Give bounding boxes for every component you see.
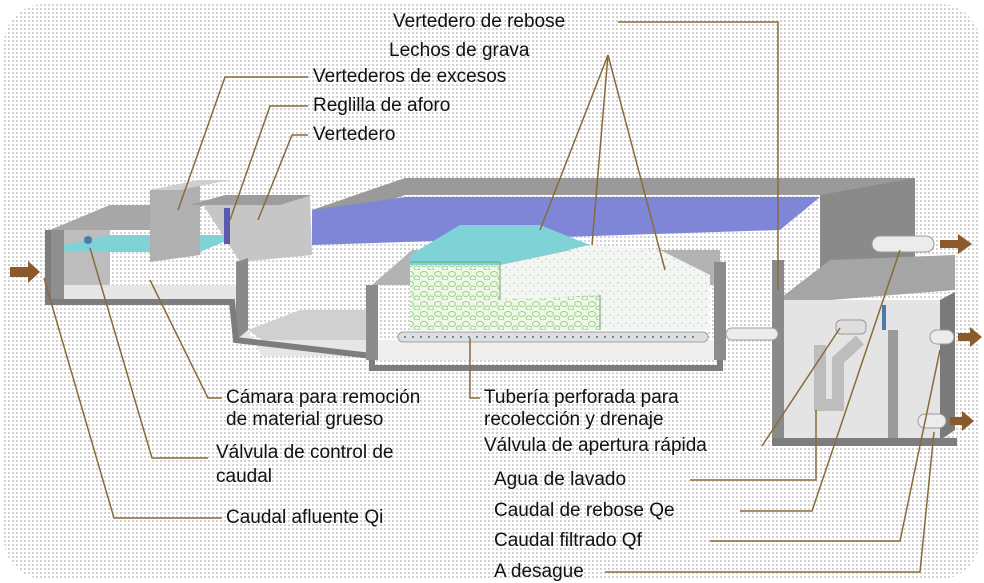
filter-floor	[378, 340, 714, 360]
outlet-box-floor	[772, 438, 957, 446]
gravel-bed-mid	[410, 262, 500, 298]
leader-valvula-apertura	[761, 327, 841, 447]
excess-weir-box	[150, 180, 200, 262]
weir-top	[190, 195, 312, 205]
leader-lechos-3	[607, 54, 666, 271]
leader-caudal-afluente	[43, 277, 222, 519]
outlet-box-left-wall	[772, 260, 784, 445]
label-tuberia-line1: Tubería perforada para	[484, 387, 679, 408]
drain-pipe	[917, 413, 947, 429]
filter-box-front-left	[366, 285, 378, 360]
flow-arrows	[10, 234, 982, 431]
connector-pipe	[725, 327, 779, 341]
outlet-box-inner-wall	[888, 330, 898, 440]
label-valvula-apertura: Válvula de apertura rápida	[484, 435, 707, 456]
leader-agua-lavado	[690, 410, 817, 481]
filtered-pipe	[929, 329, 955, 345]
label-vertedero: Vertedero	[313, 124, 396, 145]
outlet-box-back	[778, 255, 955, 300]
leader-lechos-1	[539, 54, 609, 231]
label-valvula-control-line1: Válvula de control de	[216, 442, 394, 463]
label-vertedero-rebose: Vertedero de rebose	[393, 11, 566, 32]
label-camara-line2: de material grueso	[226, 409, 384, 430]
inflow-arrow	[10, 261, 40, 283]
excess-weir-top	[150, 180, 230, 190]
leader-vertederos-excesos	[177, 76, 308, 211]
leader-lechos-2	[591, 54, 609, 246]
leader-camara	[149, 279, 222, 399]
perforated-pipe	[397, 331, 709, 343]
backwash-pipe	[814, 335, 865, 411]
label-a-desague: A desague	[494, 561, 584, 582]
label-reglilla-aforo: Reglilla de aforo	[313, 95, 451, 116]
label-caudal-afluente: Caudal afluente Qi	[226, 507, 384, 528]
leader-desague	[605, 431, 935, 573]
weir-gauge	[224, 208, 230, 244]
filtered-arrow	[958, 327, 982, 347]
leader-reglilla	[229, 105, 308, 221]
leader-valvula-control	[89, 247, 208, 459]
leader-lines	[43, 21, 941, 573]
sand-bed-right	[600, 250, 710, 330]
drain-arrow	[950, 411, 974, 431]
label-caudal-filtrado: Caudal filtrado Qf	[494, 530, 642, 551]
hopper-slope	[248, 310, 372, 340]
leader-caudal-filtrado	[710, 349, 941, 542]
label-vertederos-excesos: Vertederos de excesos	[313, 66, 507, 87]
sand-bed-top	[410, 225, 590, 265]
sand-bed-mid	[500, 245, 660, 300]
leader-vertedero	[257, 134, 308, 221]
label-lechos-grava: Lechos de grava	[389, 40, 530, 61]
label-tuberia-line2: recolección y drenaje	[484, 409, 664, 430]
back-wall	[312, 178, 915, 227]
leader-caudal-rebose	[740, 249, 901, 512]
filter-box-front-right	[714, 262, 726, 360]
leader-tuberia	[469, 338, 480, 399]
inlet-wall-front	[50, 230, 64, 300]
coarse-chamber-front-wall	[236, 258, 248, 340]
front-wall-outline	[45, 230, 723, 371]
label-valvula-control-line2: caudal	[216, 466, 272, 487]
inlet-valve	[84, 236, 92, 244]
label-caudal-rebose: Caudal de rebose Qe	[494, 500, 675, 521]
label-agua-lavado: Agua de lavado	[494, 469, 627, 490]
leader-vertedero-rebose	[618, 21, 779, 290]
label-camara-line1: Cámara para remoción	[226, 387, 421, 408]
outlet-box-right-wall	[940, 292, 955, 440]
valve-stem	[882, 305, 886, 330]
valve-body	[835, 319, 867, 335]
overflow-arrow	[940, 234, 972, 254]
overflow-pipe	[871, 235, 935, 253]
water-surface	[312, 197, 820, 245]
